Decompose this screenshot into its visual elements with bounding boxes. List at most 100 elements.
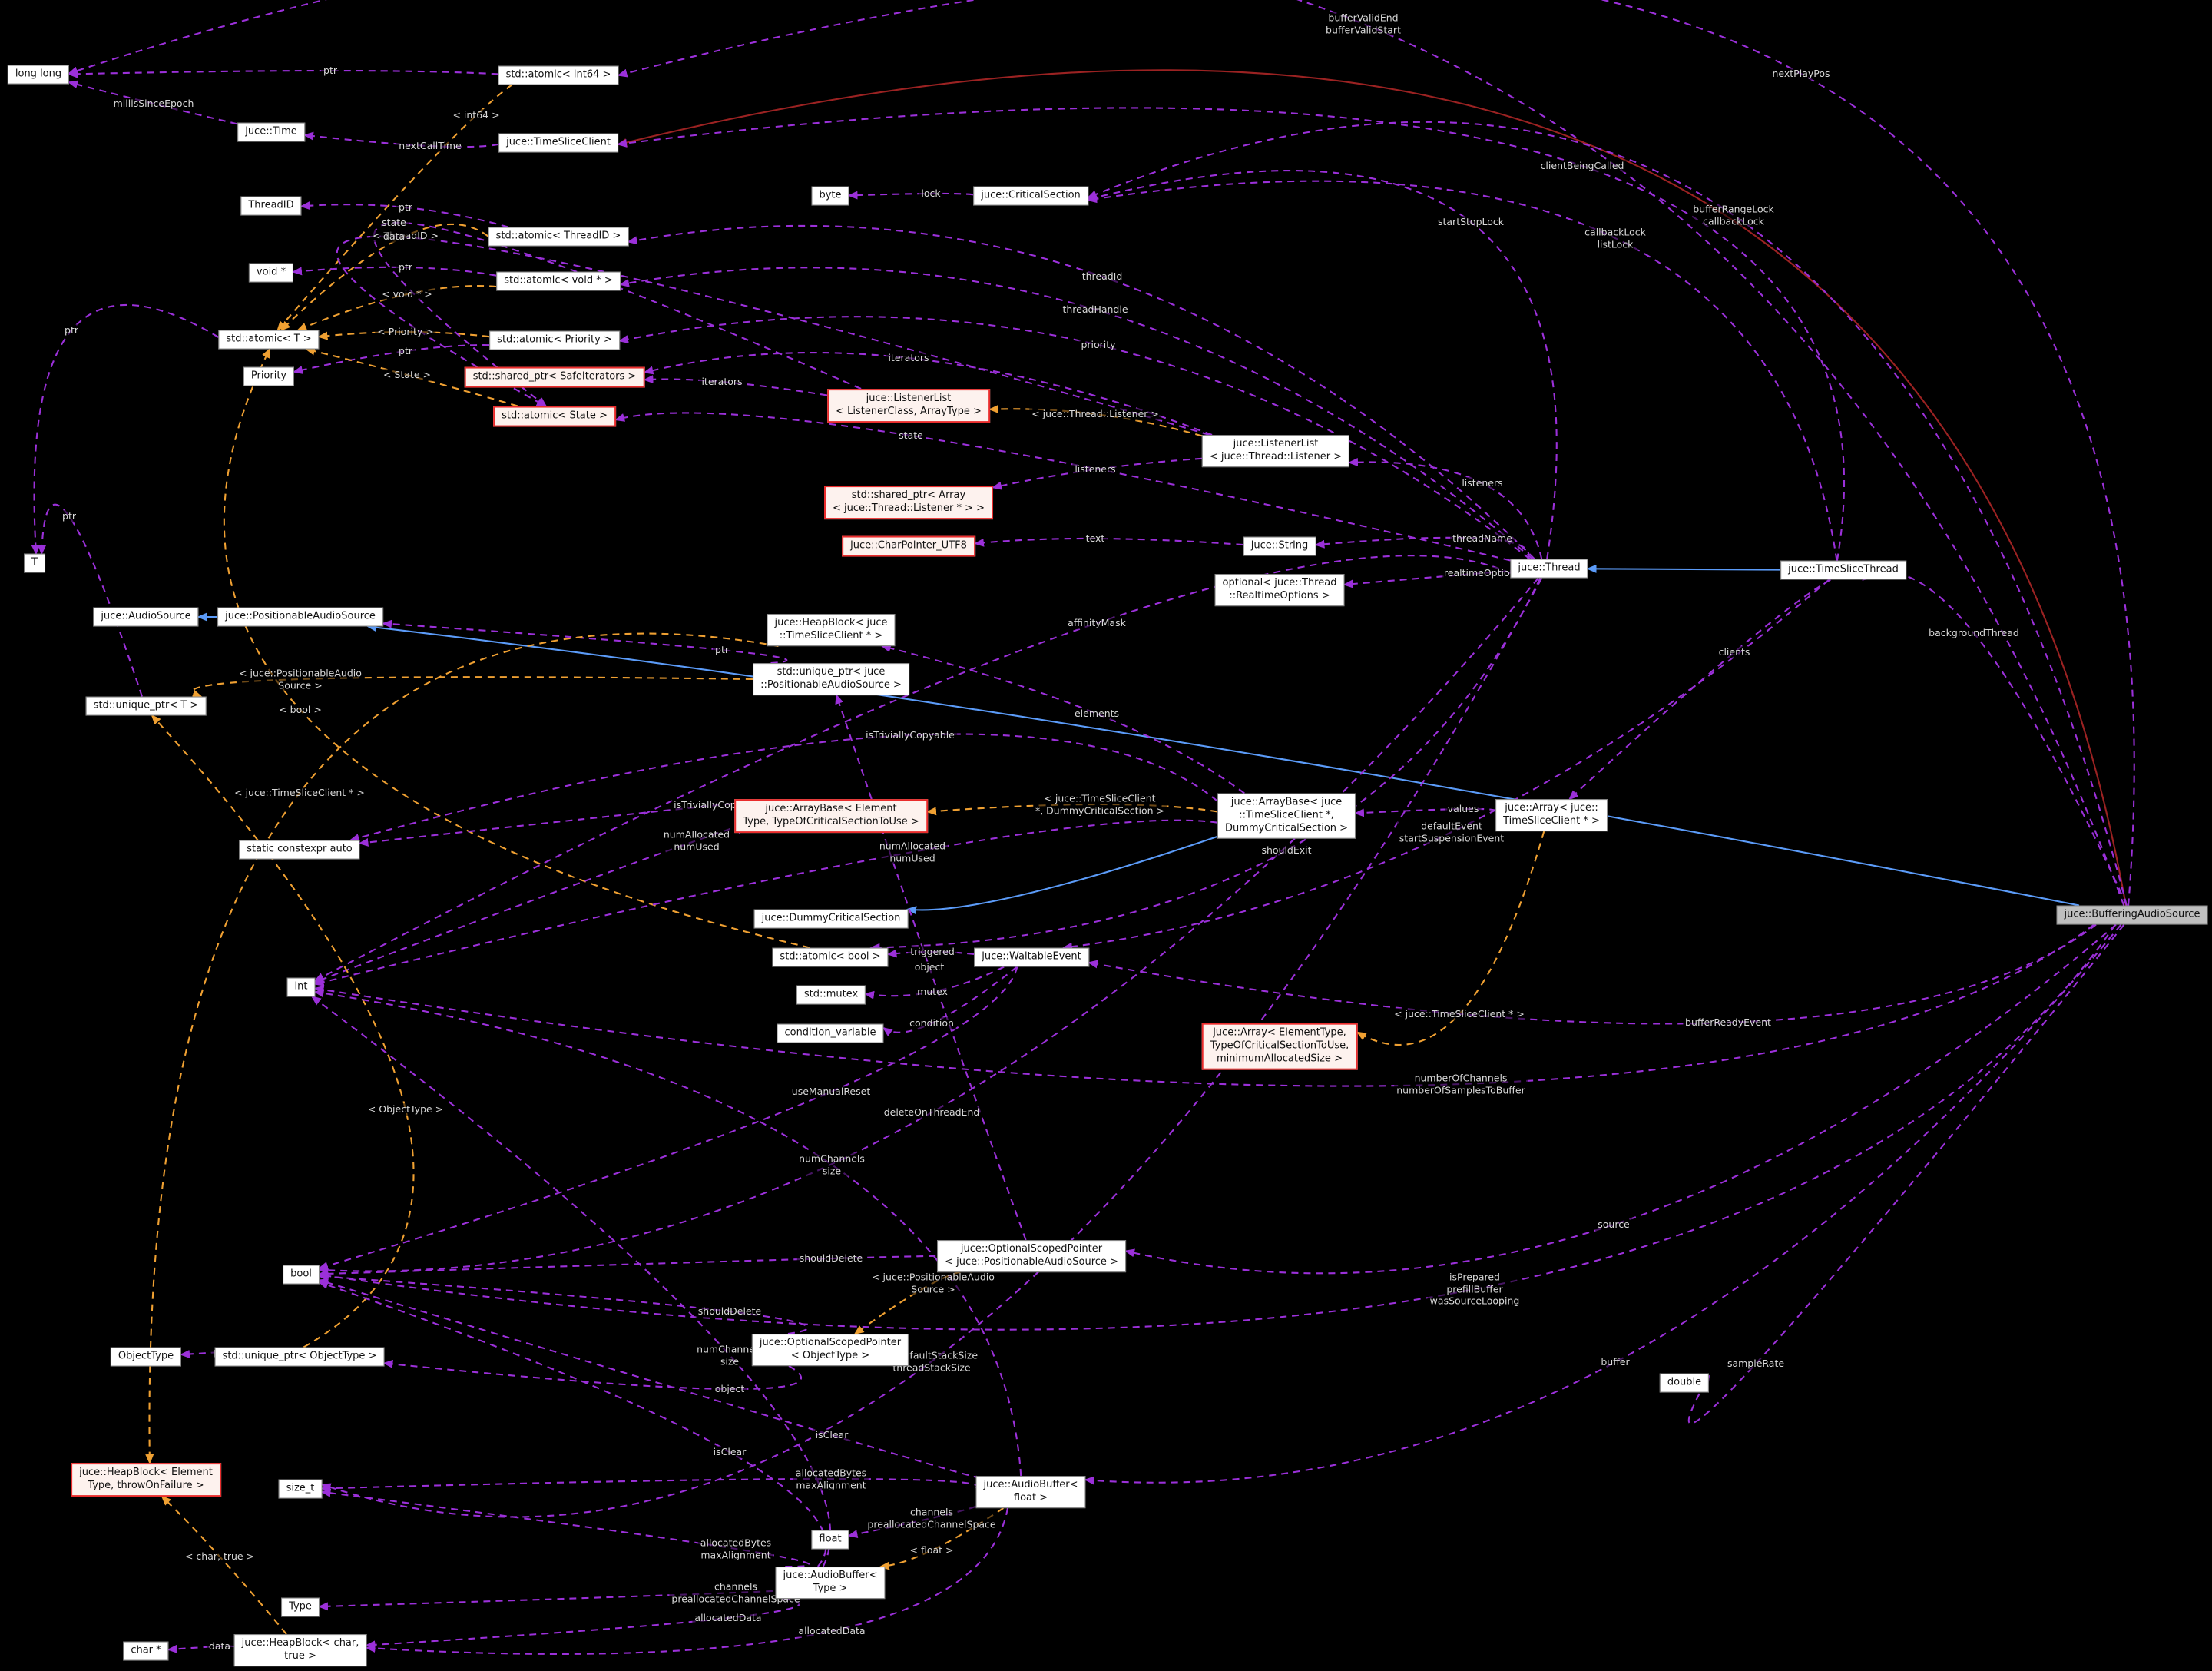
- node-threadid[interactable]: ThreadID: [240, 196, 302, 216]
- edge-osp-pas-to-bool: [318, 1255, 950, 1278]
- node-shared-ptr-safeiterators[interactable]: std::shared_ptr< SafeIterators >: [464, 366, 645, 388]
- edge-atomic-t-to-t: [31, 303, 220, 555]
- edge-thread-to-atomic-priority: [618, 316, 1531, 560]
- node-unique-ptr-t[interactable]: std::unique_ptr< T >: [85, 696, 207, 716]
- edge-atomic-threadid-to-threadid: [300, 201, 508, 228]
- node-bool[interactable]: bool: [283, 1265, 320, 1285]
- edge-buffering-audio-source-to-int: [313, 923, 2094, 1087]
- node-t[interactable]: T: [24, 553, 45, 573]
- node-atomic-state[interactable]: std::atomic< State >: [493, 406, 616, 427]
- edge-listenerlist-thread-to-listenerlist-generic: [988, 404, 1203, 437]
- node-condition-variable[interactable]: condition_variable: [777, 1023, 884, 1043]
- node-buffering-audio-source[interactable]: juce::BufferingAudioSource: [2056, 905, 2208, 925]
- node-listenerlist-thread[interactable]: juce::ListenerList < juce::Thread::Liste…: [1201, 435, 1350, 467]
- node-audio-source[interactable]: juce::AudioSource: [93, 607, 199, 627]
- node-atomic-priority[interactable]: std::atomic< Priority >: [489, 330, 620, 350]
- node-heapblock-element[interactable]: juce::HeapBlock< Element Type, throwOnFa…: [71, 1463, 221, 1497]
- edge-thread-to-optional-realtimeoptions: [1343, 569, 1515, 588]
- node-optional-realtimeoptions[interactable]: optional< juce::Thread ::RealtimeOptions…: [1214, 574, 1345, 606]
- node-unique-ptr-objecttype[interactable]: std::unique_ptr< ObjectType >: [214, 1347, 385, 1367]
- node-int[interactable]: int: [286, 977, 316, 997]
- node-audiobuffer-float[interactable]: juce::AudioBuffer< float >: [975, 1476, 1086, 1508]
- edge-thread-to-bool: [318, 577, 1539, 1275]
- edge-atomic-threadid-to-atomic-t: [280, 223, 489, 331]
- edge-arraybase-element-to-static-constexpr-auto: [358, 800, 770, 847]
- node-mutex[interactable]: std::mutex: [796, 985, 866, 1005]
- node-heapblock-char[interactable]: juce::HeapBlock< char, true >: [233, 1634, 367, 1666]
- edge-buffering-audio-source-to-positionable-audio-source: [366, 623, 2080, 907]
- node-atomic-t[interactable]: std::atomic< T >: [218, 330, 320, 350]
- node-charpointer-utf8[interactable]: juce::CharPointer_UTF8: [842, 535, 975, 557]
- node-positionable-audio-source[interactable]: juce::PositionableAudioSource: [217, 607, 383, 627]
- edge-atomic-int64-to-atomic-t: [276, 73, 540, 332]
- edge-array-tsc-to-arraybase-tsc: [1354, 807, 1497, 817]
- node-string[interactable]: juce::String: [1243, 536, 1316, 556]
- edge-osp-objecttype-to-bool: [318, 1272, 809, 1335]
- edge-juce-time-to-long-long: [68, 80, 238, 125]
- node-shared-ptr-array-listener[interactable]: std::shared_ptr< Array < juce::Thread::L…: [824, 486, 993, 519]
- node-double[interactable]: double: [1659, 1373, 1710, 1393]
- edge-buffering-audio-source-to-osp-pas: [1124, 923, 2117, 1275]
- edge-listenerlist-thread-to-atomic-state: [336, 235, 1210, 436]
- edge-buffering-audio-source-to-audiobuffer-float: [1084, 923, 2122, 1485]
- edge-time-slice-thread-to-array-tsc: [1568, 579, 1831, 801]
- edge-audiobuffer-type-to-int: [310, 996, 832, 1567]
- edge-audiobuffer-float-to-size-t: [320, 1477, 979, 1493]
- node-long-long[interactable]: long long: [7, 65, 70, 85]
- node-atomic-int64[interactable]: std::atomic< int64 >: [498, 65, 619, 85]
- edge-waitable-event-to-atomic-bool: [886, 949, 975, 958]
- node-arraybase-element[interactable]: juce::ArrayBase< Element Type, TypeOfCri…: [734, 799, 928, 833]
- edge-arraybase-tsc-to-arraybase-element: [926, 803, 1218, 816]
- node-float[interactable]: float: [811, 1530, 849, 1550]
- node-heapblock-tsc[interactable]: juce::HeapBlock< juce ::TimeSliceClient …: [767, 614, 896, 646]
- edge-audiobuffer-float-to-bool: [318, 1278, 979, 1479]
- edge-heapblock-tsc-to-heapblock-element: [145, 632, 779, 1464]
- edge-buffering-audio-source-to-bool: [318, 923, 2116, 1331]
- node-static-constexpr-auto[interactable]: static constexpr auto: [239, 840, 360, 860]
- node-atomic-void[interactable]: std::atomic< void * >: [496, 271, 621, 291]
- edge-atomic-priority-to-priority: [293, 344, 490, 374]
- node-size-t[interactable]: size_t: [278, 1479, 323, 1499]
- node-char-ptr[interactable]: char *: [123, 1641, 169, 1661]
- node-thread[interactable]: juce::Thread: [1510, 559, 1588, 579]
- node-unique-ptr-pas[interactable]: std::unique_ptr< juce ::PositionableAudi…: [753, 663, 909, 695]
- node-critical-section[interactable]: juce::CriticalSection: [973, 186, 1088, 206]
- node-dummy-critical-section[interactable]: juce::DummyCriticalSection: [753, 909, 909, 929]
- edge-unique-ptr-pas-to-unique-ptr-t: [191, 676, 753, 698]
- node-atomic-bool[interactable]: std::atomic< bool >: [772, 947, 889, 967]
- node-juce-time[interactable]: juce::Time: [237, 122, 305, 142]
- edge-osp-pas-to-unique-ptr-pas: [835, 694, 1027, 1241]
- node-void-ptr[interactable]: void *: [248, 263, 294, 283]
- node-time-slice-client[interactable]: juce::TimeSliceClient: [498, 133, 618, 153]
- edge-heapblock-char-to-char-ptr: [167, 1644, 235, 1653]
- node-arraybase-tsc[interactable]: juce::ArrayBase< juce ::TimeSliceClient …: [1217, 793, 1356, 839]
- edge-buffering-audio-source-to-double: [1687, 923, 2125, 1424]
- edge-audiobuffer-type-to-bool: [318, 1281, 827, 1567]
- node-priority[interactable]: Priority: [243, 366, 295, 386]
- edge-atomic-priority-to-atomic-t: [317, 330, 490, 340]
- node-type[interactable]: Type: [281, 1597, 320, 1617]
- node-atomic-threadid[interactable]: std::atomic< ThreadID >: [488, 227, 629, 247]
- node-array-tsc[interactable]: juce::Array< juce:: TimeSliceClient * >: [1495, 799, 1608, 831]
- edge-audiobuffer-type-to-type: [318, 1587, 806, 1611]
- node-array-element[interactable]: juce::Array< ElementType, TypeOfCritical…: [1201, 1023, 1358, 1070]
- edge-buffering-audio-source-to-long-long: [68, 0, 2125, 906]
- node-waitable-event[interactable]: juce::WaitableEvent: [974, 947, 1089, 967]
- edge-arraybase-element-to-int: [313, 818, 763, 983]
- node-audiobuffer-type[interactable]: juce::AudioBuffer< Type >: [775, 1567, 886, 1599]
- node-listenerlist-generic[interactable]: juce::ListenerList < ListenerClass, Arra…: [827, 389, 990, 423]
- node-osp-objecttype[interactable]: juce::OptionalScopedPointer < ObjectType…: [751, 1334, 909, 1366]
- node-time-slice-thread[interactable]: juce::TimeSliceThread: [1780, 560, 1906, 580]
- node-osp-pas[interactable]: juce::OptionalScopedPointer < juce::Posi…: [937, 1240, 1126, 1272]
- node-objecttype[interactable]: ObjectType: [110, 1347, 182, 1367]
- node-byte[interactable]: byte: [811, 186, 849, 206]
- edge-audiobuffer-float-to-float: [847, 1505, 976, 1539]
- edge-unique-ptr-pas-to-positionable-audio-source: [382, 619, 788, 665]
- edge-audiobuffer-type-to-size-t: [320, 1488, 810, 1568]
- edge-thread-to-size-t: [320, 577, 1543, 1518]
- edge-atomic-void-to-atomic-t: [296, 285, 497, 331]
- edge-time-slice-thread-to-time-slice-client: [617, 107, 1845, 561]
- edge-critical-section-to-byte: [847, 191, 974, 200]
